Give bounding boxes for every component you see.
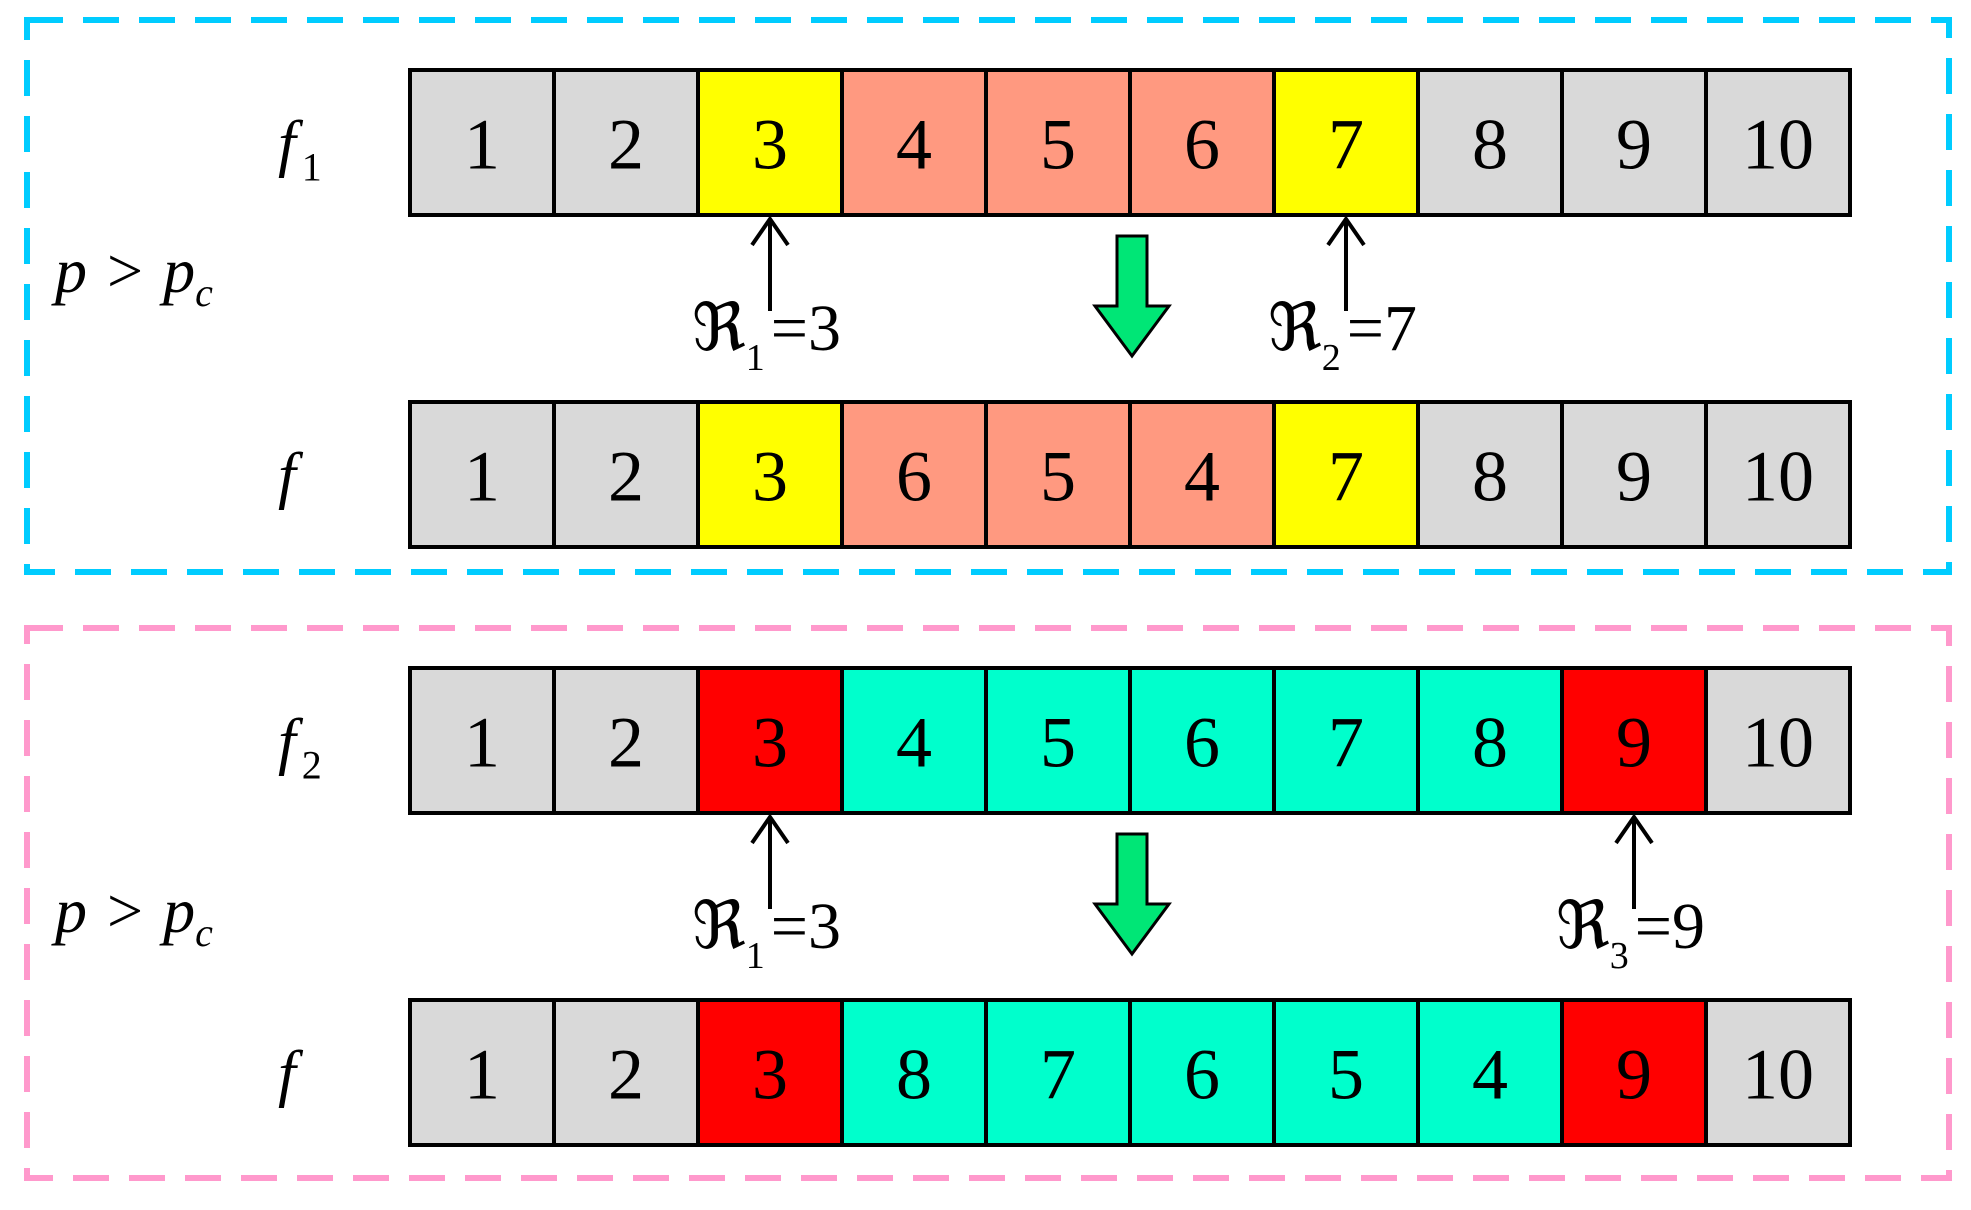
gene-value: 10	[1742, 1035, 1814, 1115]
transform-arrow-icon	[1092, 832, 1172, 957]
gene-cell	[1416, 68, 1564, 217]
gene-cell	[696, 666, 844, 815]
gene-cell	[1272, 998, 1420, 1147]
gene-value: 5	[1328, 1035, 1364, 1115]
gene-value: 3	[752, 437, 788, 517]
gene-cell	[408, 998, 556, 1147]
gene-value: 9	[1616, 437, 1652, 517]
row-label: f	[278, 440, 304, 511]
gene-value: 2	[608, 1035, 644, 1115]
gene-value: 10	[1742, 105, 1814, 185]
gene-cell	[552, 666, 700, 815]
gene-value: 1	[464, 1035, 500, 1115]
gene-value: 9	[1616, 105, 1652, 185]
gene-cell	[1272, 68, 1420, 217]
gene-cell	[696, 400, 844, 549]
gene-value: 2	[608, 437, 644, 517]
gene-value: 3	[752, 703, 788, 783]
gene-value: 9	[1616, 1035, 1652, 1115]
gene-value: 8	[1472, 437, 1508, 517]
gene-value: 4	[1472, 1035, 1508, 1115]
panel-frame	[24, 625, 1952, 1181]
gene-value: 8	[1472, 105, 1508, 185]
cut-point-marker: ℜ2=7	[1268, 215, 1417, 379]
condition-label: p>pc	[51, 875, 213, 955]
gene-cell	[1560, 400, 1708, 549]
gene-cell	[1704, 666, 1852, 815]
gene-cell	[1128, 68, 1276, 217]
panel-frame	[24, 17, 1952, 575]
gene-value: 3	[752, 1035, 788, 1115]
gene-cell	[840, 998, 988, 1147]
gene-cell	[552, 400, 700, 549]
gene-value: 1	[464, 703, 500, 783]
gene-cell	[1416, 400, 1564, 549]
gene-value: 4	[896, 703, 932, 783]
gene-value: 5	[1040, 703, 1076, 783]
gene-cell	[1704, 68, 1852, 217]
gene-cell	[984, 666, 1132, 815]
cut-point-marker: ℜ1=3	[692, 813, 841, 977]
gene-value: 8	[896, 1035, 932, 1115]
gene-value: 6	[896, 437, 932, 517]
gene-value: 5	[1040, 437, 1076, 517]
gene-cell	[408, 400, 556, 549]
gene-value: 9	[1616, 703, 1652, 783]
gene-cell	[1704, 400, 1852, 549]
gene-cell	[696, 998, 844, 1147]
gene-value: 6	[1184, 105, 1220, 185]
gene-cell	[1560, 68, 1708, 217]
gene-row: 1 2 3 6 5 4 7 8 9 10 f	[278, 400, 1852, 549]
gene-value: 7	[1328, 437, 1364, 517]
cut-point-label: ℜ2=7	[1268, 292, 1417, 379]
gene-value: 4	[896, 105, 932, 185]
gene-value: 10	[1742, 703, 1814, 783]
transform-arrow-icon	[1092, 234, 1172, 359]
gene-value: 2	[608, 703, 644, 783]
gene-value: 7	[1328, 703, 1364, 783]
gene-value: 4	[1184, 437, 1220, 517]
gene-value: 7	[1328, 105, 1364, 185]
gene-value: 3	[752, 105, 788, 185]
gene-cell	[984, 68, 1132, 217]
gene-value: 5	[1040, 105, 1076, 185]
condition-label: p>pc	[51, 235, 213, 315]
row-label: f	[278, 1038, 304, 1109]
gene-row: 1 2 3 8 7 6 5 4 9 10 f	[278, 998, 1852, 1147]
gene-cell	[1704, 998, 1852, 1147]
gene-cell	[840, 666, 988, 815]
gene-cell	[408, 68, 556, 217]
cut-point-label: ℜ1=3	[692, 292, 841, 379]
gene-cell	[840, 68, 988, 217]
gene-cell	[984, 998, 1132, 1147]
gene-cell	[1128, 400, 1276, 549]
gene-cell	[984, 400, 1132, 549]
gene-value: 6	[1184, 1035, 1220, 1115]
gene-value: 8	[1472, 703, 1508, 783]
gene-cell	[552, 68, 700, 217]
cut-point-marker: ℜ3=9	[1556, 813, 1705, 977]
cut-point-marker: ℜ1=3	[692, 215, 841, 379]
gene-cell	[1128, 666, 1276, 815]
gene-value: 1	[464, 105, 500, 185]
gene-value: 2	[608, 105, 644, 185]
gene-cell	[1272, 666, 1420, 815]
gene-value: 7	[1040, 1035, 1076, 1115]
cut-point-label: ℜ1=3	[692, 890, 841, 977]
gene-cell	[1272, 400, 1420, 549]
gene-value: 1	[464, 437, 500, 517]
gene-value: 6	[1184, 703, 1220, 783]
gene-cell	[1416, 666, 1564, 815]
gene-value: 10	[1742, 437, 1814, 517]
cut-point-label: ℜ3=9	[1556, 890, 1705, 977]
